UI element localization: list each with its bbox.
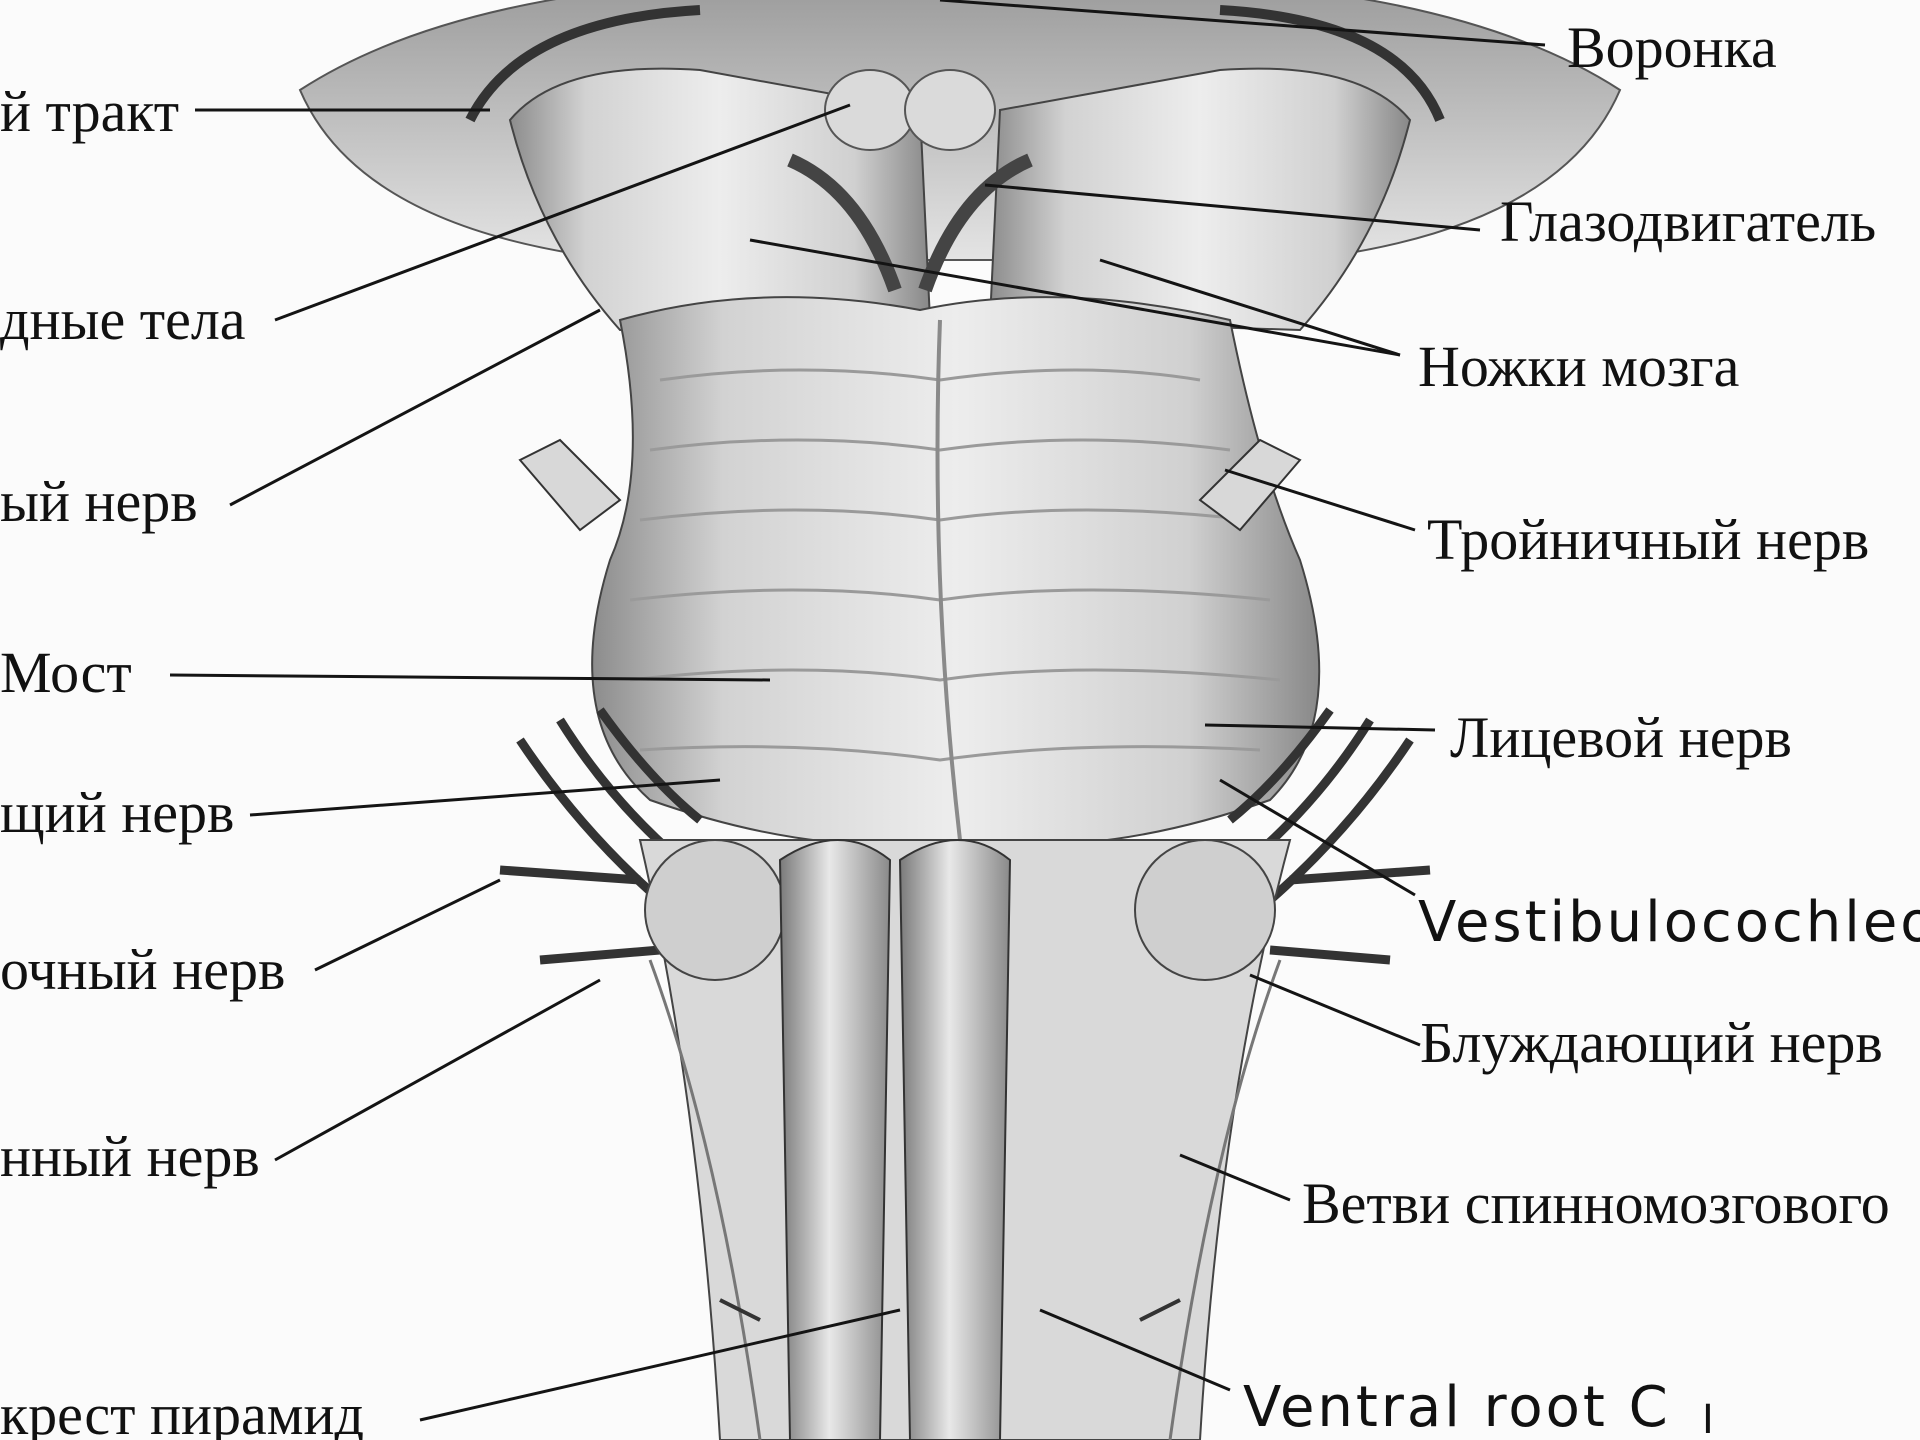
infundibulum-label: Воронка xyxy=(1567,15,1777,81)
pyramid-decussation-label: крест пирамид xyxy=(0,1382,364,1440)
accessory-nerve-label: очный нерв xyxy=(0,937,285,1003)
trochlear-nerve-label: ый нерв xyxy=(0,469,198,535)
pons-label: Мост xyxy=(0,640,132,706)
spinal-nerve-branches-label: Ветви спинномозгового xyxy=(1302,1171,1890,1237)
ventral-root-subscript: I xyxy=(1702,1400,1714,1440)
optic-tract-label: й тракт xyxy=(0,79,179,145)
pons xyxy=(592,297,1319,845)
vestibulocochlear-nerve-label: Vestibulocochleo xyxy=(1418,890,1920,956)
oculomotor-nerve-label: Глазодвигатель xyxy=(1500,189,1876,255)
cerebral-peduncles-label: Ножки мозга xyxy=(1418,334,1739,400)
medulla-oblongata xyxy=(640,840,1290,1440)
vagus-nerve-label: Блуждающий нерв xyxy=(1420,1010,1883,1076)
mammillary-bodies-label: дные тела xyxy=(0,287,246,353)
trigeminal-nerve-label: Тройничный нерв xyxy=(1427,507,1869,573)
ventral-root-label: Ventral root C xyxy=(1243,1375,1671,1440)
abducens-nerve-label: щий нерв xyxy=(0,780,234,846)
facial-nerve-label: Лицевой нерв xyxy=(1450,705,1792,771)
hypoglossal-nerve-label: нный нерв xyxy=(0,1124,260,1190)
